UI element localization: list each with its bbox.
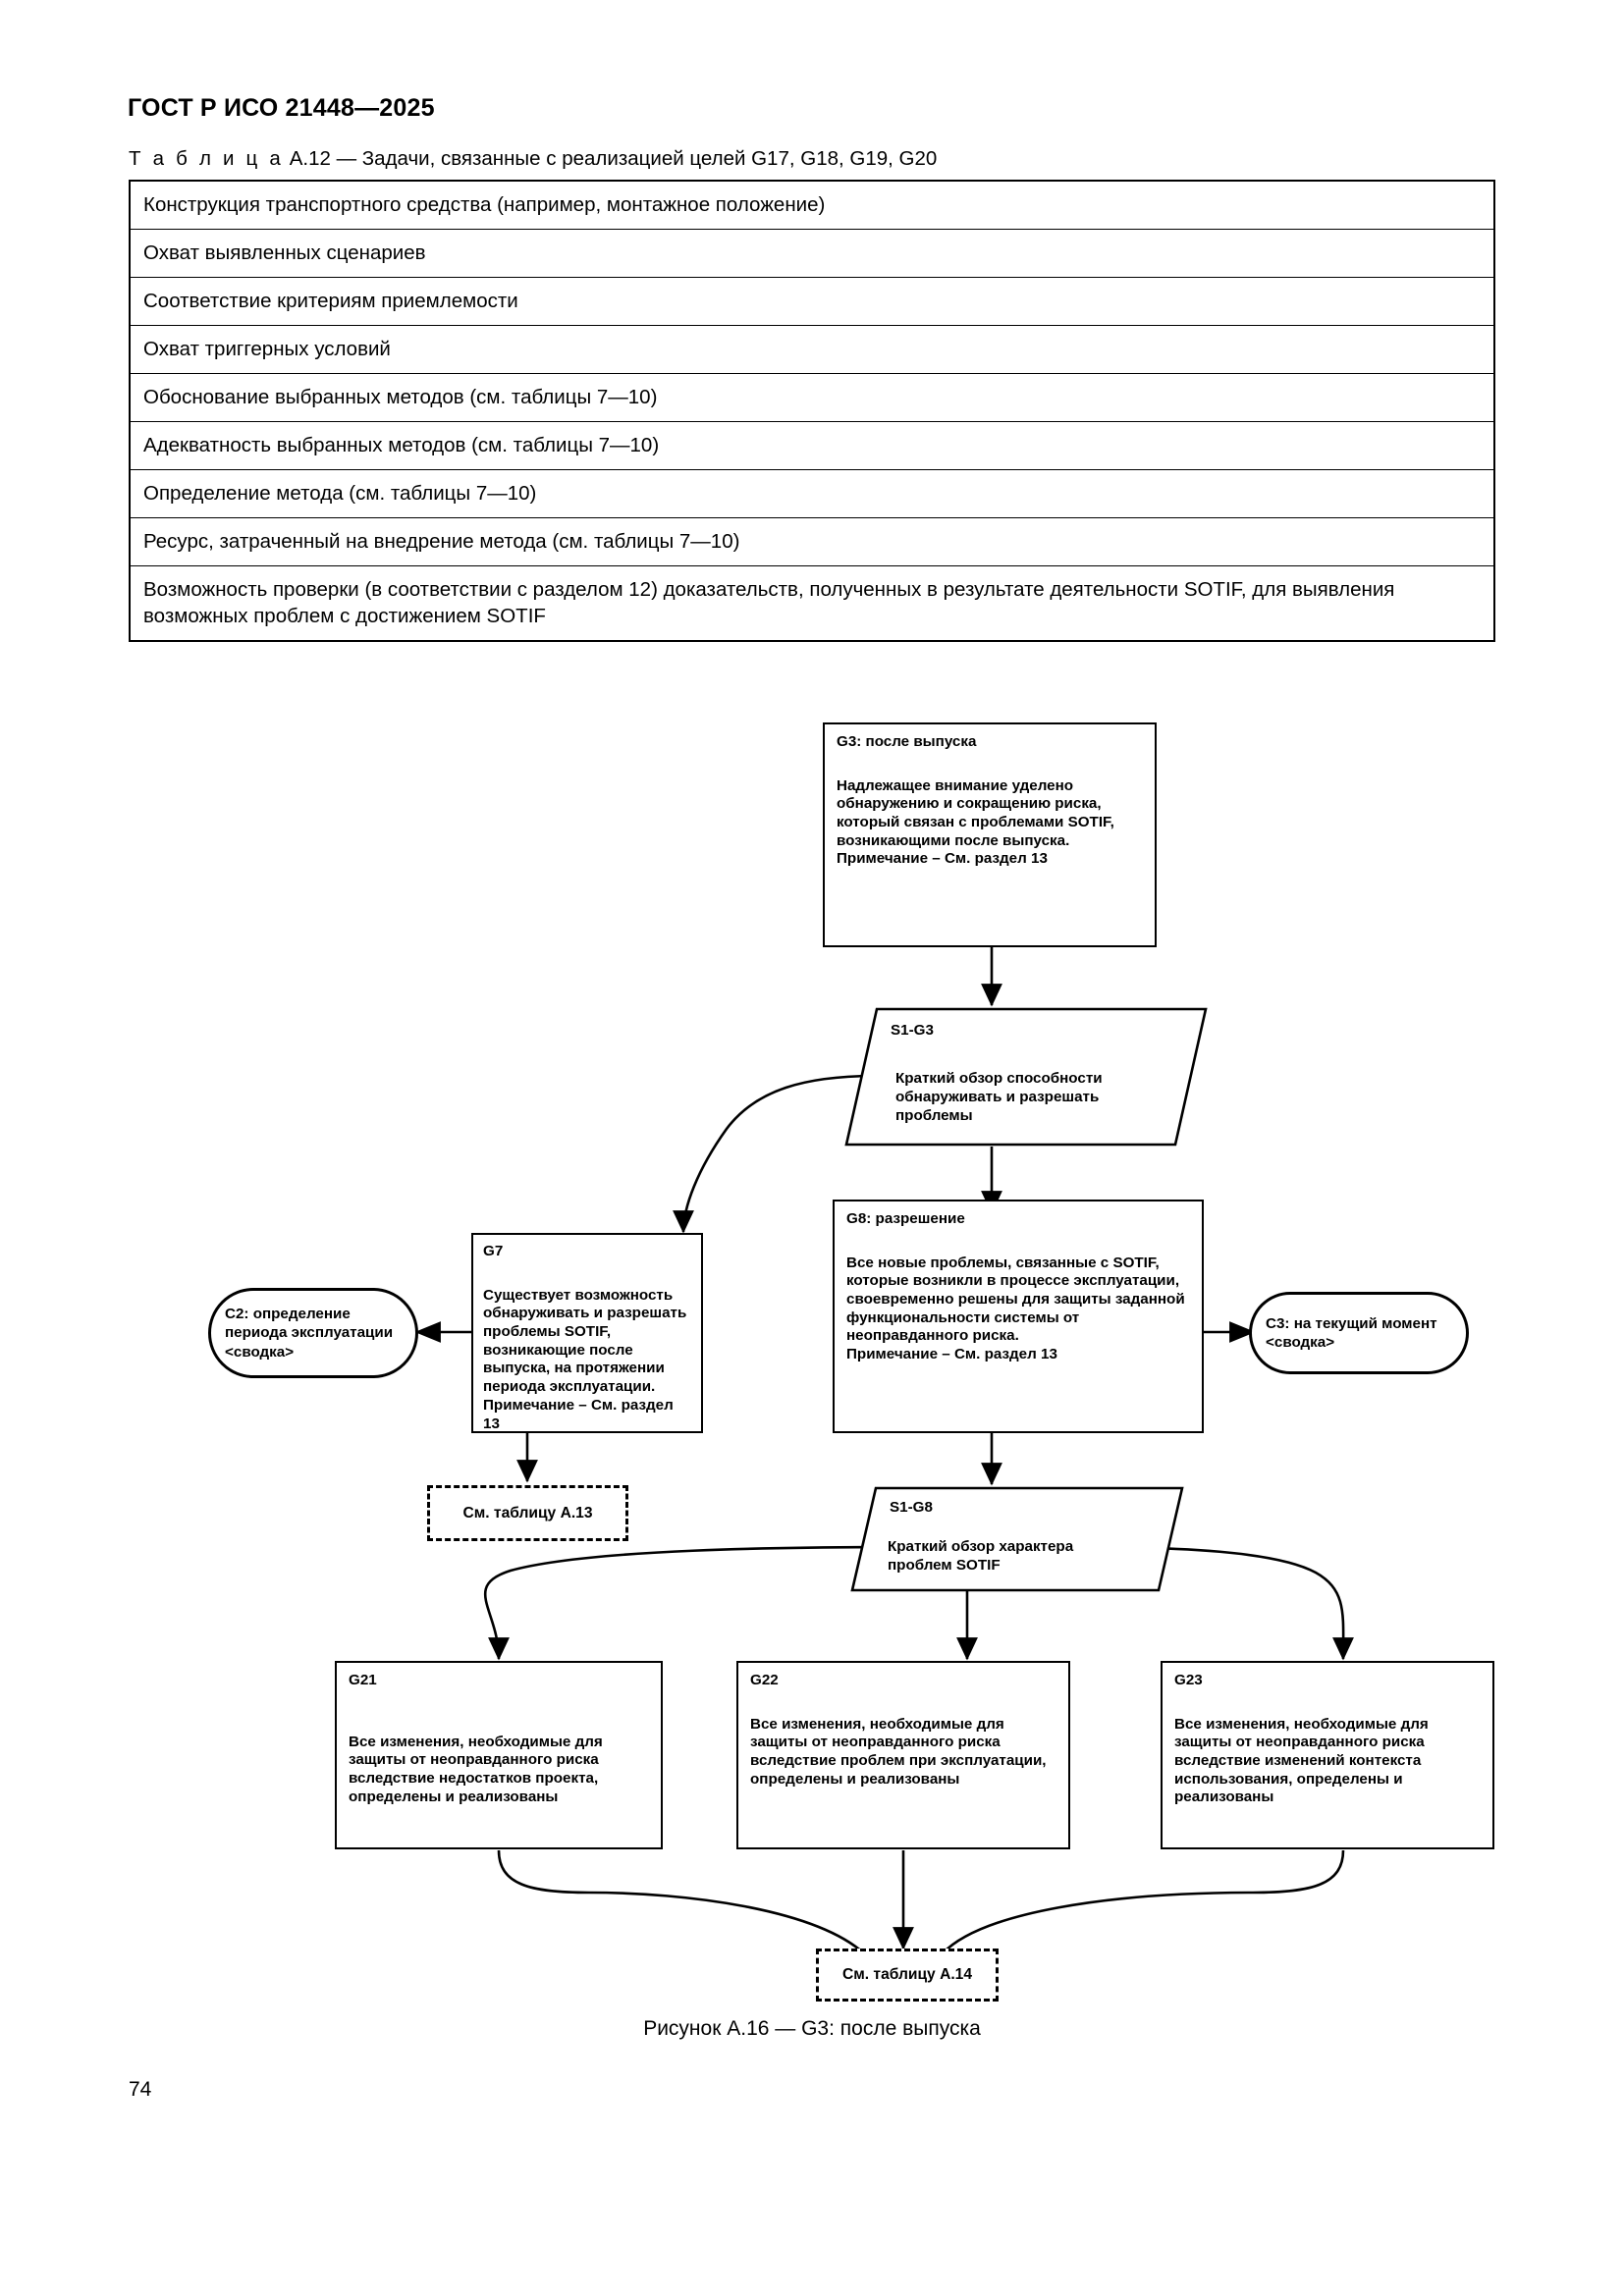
table-cell: Ресурс, затраченный на внедрение метода …	[130, 517, 1494, 567]
node-g7-id: G7	[483, 1243, 504, 1259]
table-row: Охват выявленных сценариев	[130, 229, 1494, 279]
node-g23: G23 Все изменения, необходимые для защит…	[1161, 1661, 1494, 1849]
table-cell: Соответствие критериям приемлемости	[130, 277, 1494, 327]
node-ref-a13-text: См. таблицу A.13	[462, 1504, 593, 1522]
connector-s1g8-to-g21	[483, 1545, 909, 1661]
table-row: Охват триггерных условий	[130, 325, 1494, 375]
table-row: Определение метода (см. таблицы 7—10)	[130, 469, 1494, 519]
node-s1g3-text: Краткий обзор способности обнаруживать и…	[895, 1070, 1103, 1124]
figure-caption: Рисунок A.16 — G3: после выпуска	[643, 2017, 981, 2040]
node-g3: G3: после выпуска Надлежащее внимание уд…	[823, 722, 1157, 947]
node-g22-text: Все изменения, необходимые для защиты от…	[750, 1715, 1047, 1788]
node-g8-text: Все новые проблемы, связанные с SOTIF, к…	[846, 1254, 1185, 1363]
node-g8-id: G8: разрешение	[846, 1210, 965, 1227]
node-ref-table-a13: См. таблицу A.13	[427, 1485, 628, 1541]
table-row: Соответствие критериям приемлемости	[130, 277, 1494, 327]
node-s1g8-id: S1-G8	[890, 1499, 933, 1516]
node-g22: G22 Все изменения, необходимые для защит…	[736, 1661, 1070, 1849]
table-cell: Охват выявленных сценариев	[130, 229, 1494, 279]
node-s1g3: S1-G3 Краткий обзор способности обнаружи…	[844, 1007, 1208, 1147]
table-row: Обоснование выбранных методов (см. табли…	[130, 373, 1494, 423]
tasks-table: Конструкция транспортного средства (напр…	[129, 180, 1495, 643]
node-g21-id: G21	[349, 1672, 377, 1688]
node-g7: G7 Существует возможность обнаруживать и…	[471, 1233, 703, 1433]
node-g23-id: G23	[1174, 1672, 1203, 1688]
table-caption-rest: A.12 — Задачи, связанные с реализацией ц…	[289, 147, 938, 170]
table-cell: Охват триггерных условий	[130, 325, 1494, 375]
node-c2-text: C2: определение периода эксплуатации <св…	[225, 1305, 394, 1361]
page-number: 74	[129, 2078, 152, 2101]
node-ref-table-a14: См. таблицу A.14	[816, 1949, 999, 2002]
node-c2: C2: определение периода эксплуатации <св…	[208, 1288, 418, 1378]
table-row: Ресурс, затраченный на внедрение метода …	[130, 517, 1494, 567]
node-g8: G8: разрешение Все новые проблемы, связа…	[833, 1200, 1204, 1433]
table-cell: Конструкция транспортного средства (напр…	[130, 181, 1494, 231]
node-g21: G21 Все изменения, необходимые для защит…	[335, 1661, 663, 1849]
connector-g23-to-ref-a14	[942, 1849, 1345, 1954]
node-s1g8-text: Краткий обзор характера проблем SOTIF	[888, 1538, 1074, 1574]
node-s1g3-id: S1-G3	[891, 1022, 934, 1039]
table-caption: Т а б л и ц а A.12 — Задачи, связанные с…	[129, 147, 937, 171]
node-g7-text: Существует возможность обнаруживать и ра…	[483, 1286, 687, 1432]
table-cell: Возможность проверки (в соответствии с р…	[130, 565, 1494, 642]
table-row: Возможность проверки (в соответствии с р…	[130, 565, 1494, 642]
connector-g21-to-ref-a14	[497, 1849, 865, 1954]
node-c3-text: C3: на текущий момент <сводка>	[1266, 1314, 1437, 1351]
node-g23-text: Все изменения, необходимые для защиты от…	[1174, 1715, 1429, 1806]
node-g3-text: Надлежащее внимание уделено обнаружению …	[837, 776, 1114, 868]
table-cell: Адекватность выбранных методов (см. табл…	[130, 421, 1494, 471]
document-header: ГОСТ Р ИСО 21448—2025	[128, 94, 435, 122]
table-cell: Обоснование выбранных методов (см. табли…	[130, 373, 1494, 423]
table-row: Конструкция транспортного средства (напр…	[130, 181, 1494, 231]
node-g21-text: Все изменения, необходимые для защиты от…	[349, 1733, 603, 1805]
table-row: Адекватность выбранных методов (см. табл…	[130, 421, 1494, 471]
table-caption-prefix: Т а б л и ц а	[129, 147, 284, 170]
node-g3-id: G3: после выпуска	[837, 733, 977, 750]
table-cell: Определение метода (см. таблицы 7—10)	[130, 469, 1494, 519]
node-g22-id: G22	[750, 1672, 779, 1688]
node-c3: C3: на текущий момент <сводка>	[1249, 1292, 1469, 1374]
node-ref-a14-text: См. таблицу A.14	[841, 1966, 973, 1983]
node-s1g8: S1-G8 Краткий обзор характера проблем SO…	[850, 1486, 1184, 1592]
